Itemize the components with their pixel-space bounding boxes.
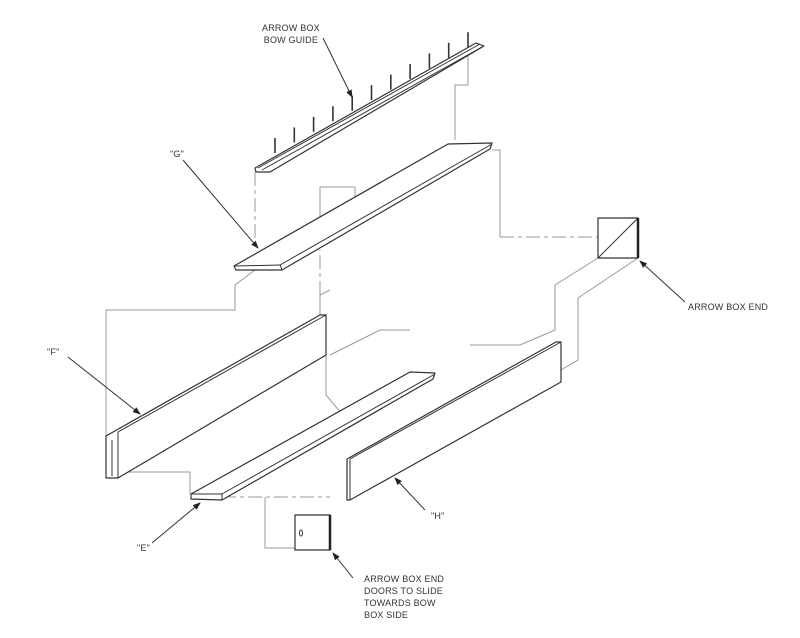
- part-e-board: [190, 371, 436, 501]
- part-h-board: [346, 341, 562, 501]
- label-h: "H": [431, 511, 445, 521]
- bow-guide-pegs: [274, 32, 469, 154]
- label-g: "G": [170, 149, 184, 159]
- label-arrow-box-bow-guide: ARROW BOX BOW GUIDE: [262, 22, 320, 46]
- arrow-box-bow-guide-part: [254, 32, 485, 173]
- label-f: "F": [47, 347, 60, 357]
- label-line: DOORS TO SLIDE: [364, 586, 443, 596]
- part-g-board: [233, 142, 493, 271]
- arrow-box-end-door-part: [294, 514, 332, 551]
- arrow-box-end-part: [597, 217, 640, 259]
- label-line: TOWARDS BOW: [364, 598, 436, 608]
- label-line: ARROW BOX: [262, 23, 320, 33]
- label-line: BOX SIDE: [364, 610, 409, 620]
- label-line: ARROW BOX END: [364, 574, 445, 584]
- part-f-board: [105, 314, 327, 479]
- label-line: BOW GUIDE: [263, 35, 319, 45]
- door-knob-icon: [299, 529, 303, 537]
- leader-arrows: [67, 37, 686, 579]
- label-e: "E": [137, 543, 150, 553]
- label-arrow-box-end-doors: ARROW BOX END DOORS TO SLIDE TOWARDS BOW…: [364, 573, 444, 621]
- label-arrow-box-end: ARROW BOX END: [688, 302, 769, 312]
